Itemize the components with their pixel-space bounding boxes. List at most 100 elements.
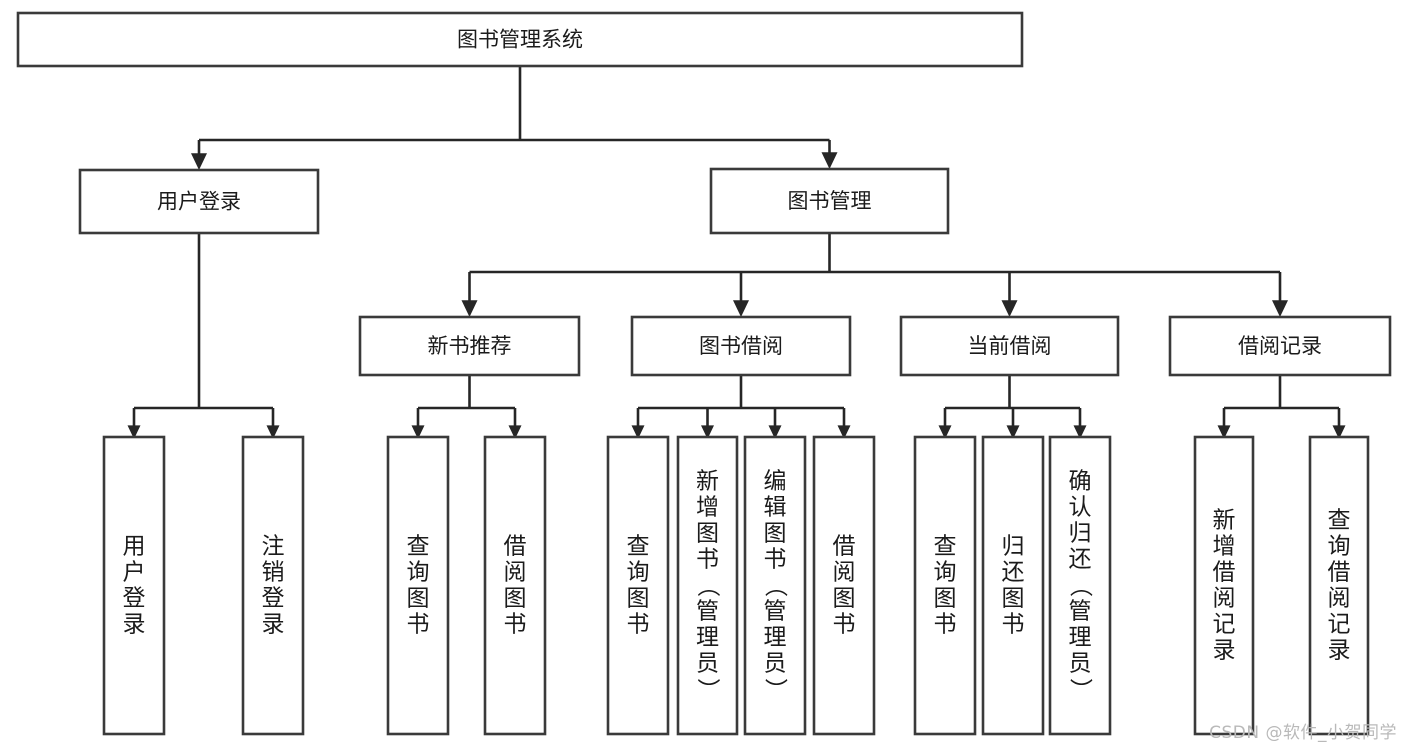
svg-text:员: 员 [696, 651, 719, 677]
svg-text:理: 理 [764, 625, 787, 651]
node-box-leaf-query-book-2 [606, 435, 670, 736]
node-label-book-borrow: 图书借阅 [699, 334, 783, 358]
arrow-head [461, 300, 478, 317]
arrow-head [1006, 425, 1020, 439]
svg-text:借: 借 [1213, 560, 1236, 586]
node-box-leaf-add-book [676, 435, 739, 736]
svg-text:书: 书 [1002, 612, 1025, 638]
svg-text:登: 登 [262, 586, 285, 612]
svg-text:）: ） [695, 678, 721, 701]
arrow-head [127, 425, 141, 439]
arrow-head [191, 153, 207, 170]
node-label-borrow-record: 借阅记录 [1238, 334, 1322, 358]
svg-text:编: 编 [764, 469, 787, 495]
svg-text:借: 借 [1328, 560, 1351, 586]
arrow-head [1217, 425, 1231, 439]
node-box-book-manage [709, 167, 950, 235]
svg-text:户: 户 [123, 560, 146, 586]
arrow-head [411, 425, 425, 439]
svg-text:录: 录 [123, 612, 146, 638]
node-box-leaf-query-record [1308, 435, 1370, 736]
node-box-new-book-rec [358, 315, 581, 377]
node-label-book-manage: 图书管理 [788, 189, 872, 213]
svg-text:书: 书 [504, 612, 527, 638]
svg-text:理: 理 [696, 625, 719, 651]
svg-text:（: （ [762, 574, 788, 597]
svg-text:询: 询 [934, 560, 957, 586]
svg-text:增: 增 [1213, 534, 1236, 560]
node-box-leaf-user-login [102, 435, 166, 736]
svg-text:还: 还 [1002, 560, 1025, 586]
arrow-head [733, 300, 749, 317]
svg-text:登: 登 [123, 586, 146, 612]
svg-text:录: 录 [262, 612, 285, 638]
svg-text:借: 借 [504, 534, 527, 560]
svg-text:查: 查 [627, 534, 650, 560]
svg-text:书: 书 [627, 612, 650, 638]
svg-text:询: 询 [1328, 534, 1351, 560]
svg-text:归: 归 [1002, 534, 1025, 560]
svg-text:书: 书 [764, 547, 787, 573]
svg-text:图: 图 [504, 586, 527, 612]
arrow-head [631, 425, 645, 439]
arrow-head [1272, 300, 1288, 317]
node-box-undefined [16, 11, 1024, 68]
svg-text:询: 询 [627, 560, 650, 586]
svg-text:注: 注 [262, 534, 285, 560]
node-box-leaf-borrow-book-1 [483, 435, 547, 736]
svg-text:查: 查 [934, 534, 957, 560]
node-box-leaf-add-record [1193, 435, 1255, 736]
svg-text:阅: 阅 [833, 560, 856, 586]
node-box-user-login [78, 168, 320, 235]
arrow-head [837, 425, 851, 439]
arrow-head [266, 425, 280, 439]
svg-text:记: 记 [1328, 612, 1351, 638]
svg-text:书: 书 [407, 612, 430, 638]
node-box-leaf-borrow-book-2 [812, 435, 876, 736]
svg-text:（: （ [1067, 574, 1093, 597]
svg-text:图: 图 [696, 521, 719, 547]
svg-text:）: ） [1067, 678, 1093, 701]
svg-text:录: 录 [1328, 638, 1351, 664]
svg-text:询: 询 [407, 560, 430, 586]
svg-text:阅: 阅 [1328, 586, 1351, 612]
svg-text:书: 书 [934, 612, 957, 638]
csdn-watermark: CSDN @软件_小贺同学 [1209, 723, 1397, 743]
svg-text:）: ） [762, 678, 788, 701]
svg-text:理: 理 [1069, 625, 1092, 651]
svg-text:图: 图 [934, 586, 957, 612]
svg-text:员: 员 [764, 651, 787, 677]
svg-text:新: 新 [1213, 508, 1236, 534]
node-box-current-borrow [899, 315, 1120, 377]
node-box-leaf-logout [241, 435, 305, 736]
svg-text:销: 销 [262, 560, 285, 586]
svg-text:管: 管 [696, 599, 719, 625]
arrow-head [1001, 300, 1018, 317]
svg-text:辑: 辑 [764, 495, 787, 521]
arrow-head [821, 152, 838, 169]
node-box-leaf-query-book-1 [386, 435, 450, 736]
svg-text:归: 归 [1069, 521, 1092, 547]
node-label-new-book-rec: 新书推荐 [428, 334, 512, 358]
node-label-leaf-user-login: 用户登录 [123, 534, 146, 638]
svg-text:（: （ [695, 574, 721, 597]
arrow-head [1073, 425, 1087, 439]
svg-text:管: 管 [764, 599, 787, 625]
svg-text:借: 借 [833, 534, 856, 560]
node-box-leaf-query-book-3 [913, 435, 977, 736]
svg-text:图: 图 [764, 521, 787, 547]
svg-text:确: 确 [1069, 469, 1092, 495]
node-box-leaf-confirm-return [1048, 435, 1112, 736]
label-layer: 图书管理系统用户登录图书管理新书推荐图书借阅当前借阅借阅记录用户登录注销登录查询… [123, 28, 1351, 702]
node-label-current-borrow: 当前借阅 [968, 334, 1052, 358]
svg-text:录: 录 [1213, 638, 1236, 664]
arrow-head [1332, 425, 1346, 439]
box-layer [16, 11, 1392, 736]
